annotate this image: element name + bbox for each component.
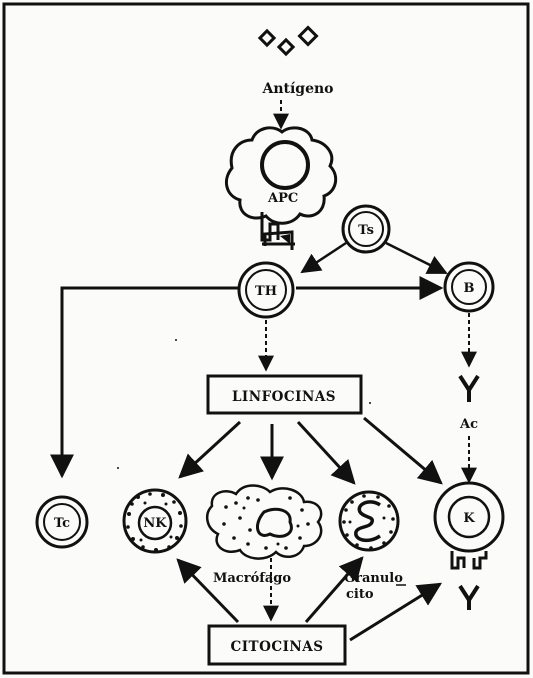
ts-label: Ts	[358, 223, 374, 238]
cytokines-label: CITOCINAS	[231, 639, 324, 655]
antibody-label: Ac	[459, 417, 478, 432]
lymphokines-to-granulocyte-arrow	[298, 422, 354, 483]
lymphokines-to-nk-arrow	[180, 422, 240, 477]
lymphokines-to-k-arrow	[364, 418, 441, 483]
ts-to-b-arrow	[386, 243, 446, 273]
tc-label: Tc	[54, 516, 70, 531]
k-label: K	[463, 511, 475, 526]
macrophage-cell	[207, 486, 321, 559]
lymphokines-label: LINFOCINAS	[232, 389, 336, 405]
cytokines-to-nk-arrow	[178, 560, 238, 622]
granulocyte-label-line1: Granulo	[344, 571, 403, 586]
nk-label: NK	[143, 516, 167, 531]
ts-to-th-arrow	[302, 243, 346, 272]
th-label: TH	[255, 284, 277, 299]
apc-label: APC	[267, 191, 298, 206]
macrophage-label: Macrófago	[213, 571, 291, 586]
b-label: B	[464, 281, 475, 296]
k-cell	[435, 483, 503, 610]
antigen-particles	[260, 28, 317, 55]
antigen-label: Antígeno	[261, 81, 333, 97]
granulocyte-cell	[340, 492, 398, 550]
granulocyte-label-line2: cito	[346, 587, 374, 602]
apc-cell	[226, 128, 335, 223]
antibody-icon	[460, 376, 478, 402]
